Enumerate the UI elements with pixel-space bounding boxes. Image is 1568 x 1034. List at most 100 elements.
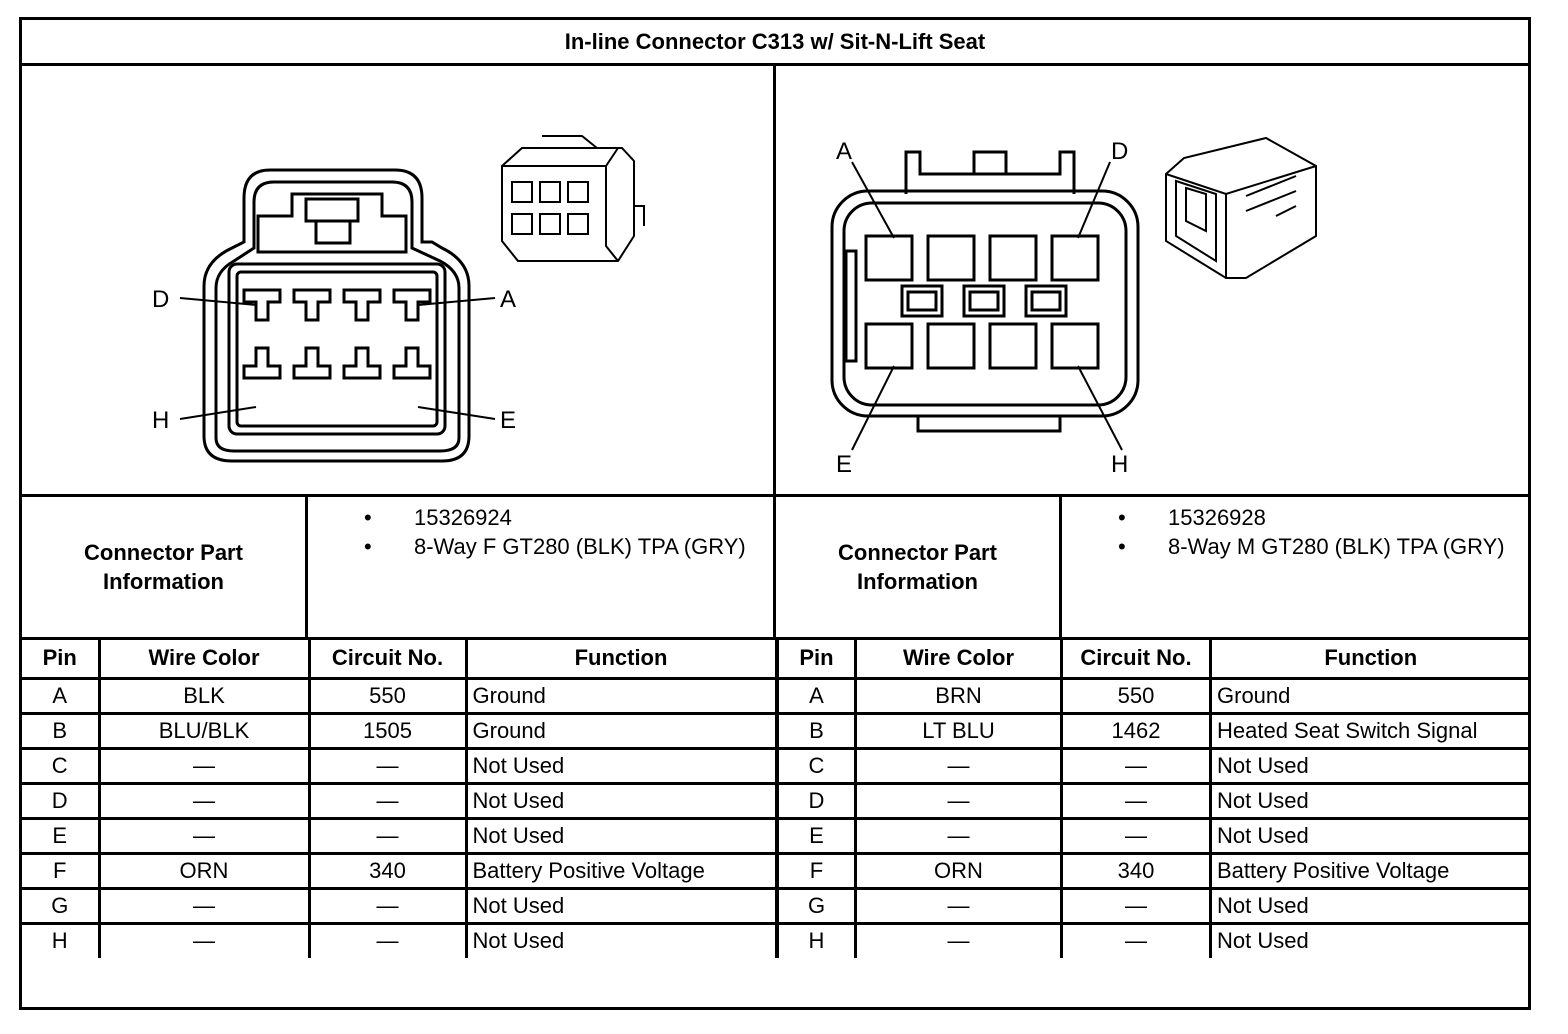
cell-function: Not Used xyxy=(1209,921,1530,958)
part-description: 8-Way M GT280 (BLK) TPA (GRY) xyxy=(1062,532,1528,561)
male-terminal-cavity xyxy=(988,234,1038,282)
page-title: In-line Connector C313 w/ Sit-N-Lift Sea… xyxy=(22,20,1528,66)
cell-pin: A xyxy=(776,676,857,715)
left-part-info: Connector Part Information 15326924 8-Wa… xyxy=(22,494,776,640)
cell-circuit-no: 550 xyxy=(1060,676,1212,715)
cell-circuit-no: — xyxy=(307,886,468,925)
leader-e xyxy=(417,406,496,420)
column-header-pin: Pin xyxy=(776,640,857,680)
cell-wire-color: — xyxy=(97,746,311,785)
male-bottom-rail xyxy=(916,416,1062,433)
cell-pin: F xyxy=(22,851,101,890)
part-description: 8-Way F GT280 (BLK) TPA (GRY) xyxy=(308,532,773,561)
cell-circuit-no: 340 xyxy=(307,851,468,890)
cell-function: Not Used xyxy=(464,781,778,820)
cell-circuit-no: — xyxy=(1060,746,1212,785)
cell-function: Not Used xyxy=(1209,816,1530,855)
cell-pin: E xyxy=(776,816,857,855)
female-housing-outline xyxy=(202,168,471,463)
cell-pin: H xyxy=(22,921,101,958)
cell-pin: G xyxy=(776,886,857,925)
part-number: 15326928 xyxy=(1062,503,1528,532)
pin-label-e: E xyxy=(500,407,516,434)
cell-wire-color: — xyxy=(854,816,1063,855)
table-row: C——Not Used xyxy=(776,746,1530,785)
part-info-label: Connector Part Information xyxy=(776,497,1062,637)
part-number: 15326924 xyxy=(308,503,773,532)
cell-pin: E xyxy=(22,816,101,855)
cell-function: Ground xyxy=(464,711,778,750)
column-header-function: Function xyxy=(1209,640,1530,680)
cell-wire-color: BLK xyxy=(97,676,311,715)
cell-circuit-no: 340 xyxy=(1060,851,1212,890)
table-row: H——Not Used xyxy=(776,921,1530,958)
cell-circuit-no: — xyxy=(307,816,468,855)
cell-wire-color: LT BLU xyxy=(854,711,1063,750)
column-header-wire-color: Wire Color xyxy=(854,640,1063,680)
cell-circuit-no: — xyxy=(1060,921,1212,958)
male-terminal-cavity xyxy=(926,322,976,370)
cell-pin: B xyxy=(776,711,857,750)
male-connector-diagram: A D E H xyxy=(776,66,1528,494)
male-connector-thumbnail xyxy=(1165,136,1317,279)
table-row: G——Not Used xyxy=(22,886,778,925)
male-terminal-cavity xyxy=(1050,234,1100,282)
connector-sheet: In-line Connector C313 w/ Sit-N-Lift Sea… xyxy=(19,17,1531,1010)
female-terminal-cavity xyxy=(242,288,282,322)
cell-wire-color: ORN xyxy=(97,851,311,890)
female-terminal-cavity xyxy=(342,346,382,380)
female-connector-thumbnail xyxy=(501,135,645,262)
column-header-circuit-no: Circuit No. xyxy=(307,640,468,680)
cell-pin: D xyxy=(22,781,101,820)
female-terminal-cavity xyxy=(392,346,432,380)
cell-pin: G xyxy=(22,886,101,925)
cell-circuit-no: — xyxy=(1060,816,1212,855)
leader-h xyxy=(179,406,257,420)
female-terminal-cavity xyxy=(392,288,432,322)
part-number-list: 15326924 8-Way F GT280 (BLK) TPA (GRY) xyxy=(308,503,773,561)
cell-wire-color: — xyxy=(97,816,311,855)
cell-function: Not Used xyxy=(1209,746,1530,785)
leader-a xyxy=(851,161,895,239)
cell-pin: C xyxy=(22,746,101,785)
table-row: C——Not Used xyxy=(22,746,778,785)
cell-function: Not Used xyxy=(1209,781,1530,820)
male-terminal-cavity xyxy=(926,234,976,282)
cell-wire-color: — xyxy=(854,781,1063,820)
cell-circuit-no: — xyxy=(307,781,468,820)
tpa-slot xyxy=(1024,284,1068,318)
male-housing-outline xyxy=(830,189,1140,418)
cell-wire-color: BRN xyxy=(854,676,1063,715)
pin-label-h: H xyxy=(1111,451,1128,478)
female-housing-inner xyxy=(214,180,461,453)
leader-a xyxy=(417,297,496,306)
cell-pin: H xyxy=(776,921,857,958)
cell-function: Heated Seat Switch Signal xyxy=(1209,711,1530,750)
male-connector-drawing: A D E H xyxy=(830,136,1317,478)
cell-wire-color: — xyxy=(854,921,1063,958)
cell-pin: B xyxy=(22,711,101,750)
cell-wire-color: ORN xyxy=(854,851,1063,890)
cell-function: Not Used xyxy=(464,746,778,785)
right-part-info: Connector Part Information 15326928 8-Wa… xyxy=(776,494,1528,640)
cell-wire-color: — xyxy=(854,746,1063,785)
tpa-slot-inner xyxy=(968,290,1000,312)
cell-wire-color: — xyxy=(854,886,1063,925)
column-header-wire-color: Wire Color xyxy=(97,640,311,680)
pin-label-a: A xyxy=(836,138,852,165)
cell-pin: C xyxy=(776,746,857,785)
cell-wire-color: — xyxy=(97,921,311,958)
cell-function: Not Used xyxy=(464,886,778,925)
female-terminal-cavity xyxy=(292,346,332,380)
cell-circuit-no: — xyxy=(307,746,468,785)
cell-function: Battery Positive Voltage xyxy=(1209,851,1530,890)
female-terminal-cavity xyxy=(342,288,382,322)
female-connector-diagram: D H A E xyxy=(22,66,776,494)
pin-label-e: E xyxy=(836,451,852,478)
